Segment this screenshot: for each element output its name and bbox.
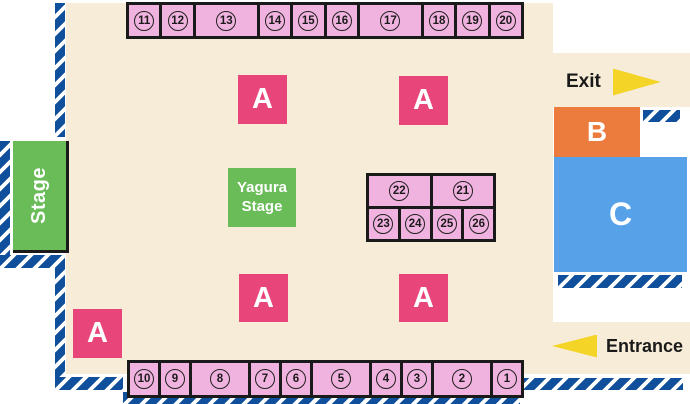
booth-20: 20 <box>490 5 522 36</box>
wall-under-zone-c <box>558 275 682 288</box>
exit-arrow-icon <box>612 68 661 96</box>
zone-a-top-right: A <box>399 76 448 125</box>
booth-22: 22 <box>369 176 430 206</box>
zone-b-label: B <box>586 116 608 147</box>
wall-right-of-zone-b <box>643 110 680 122</box>
booth-8: 8 <box>192 363 248 395</box>
booth-14: 14 <box>259 5 291 36</box>
wall-bottom-left <box>55 377 123 390</box>
booth-12: 12 <box>162 5 193 36</box>
wall-left-lower <box>55 268 65 377</box>
booth-23: 23 <box>369 209 398 239</box>
stage-label: Stage <box>28 167 50 224</box>
entrance-opening <box>553 319 690 322</box>
booth-17: 17 <box>359 5 421 36</box>
booth-1: 1 <box>493 363 521 395</box>
booth-16: 16 <box>326 5 357 36</box>
wall-stage-bottom <box>0 255 65 268</box>
booth-21: 21 <box>432 176 493 206</box>
booth-11: 11 <box>129 5 160 36</box>
booth-25: 25 <box>432 209 462 239</box>
booth-19: 19 <box>457 5 488 36</box>
entrance-gate: Entrance <box>552 333 683 359</box>
booth-6: 6 <box>282 363 310 395</box>
booth-4: 4 <box>372 363 400 395</box>
zone-a-corner: A <box>73 309 122 358</box>
booth-row-bottom: 10 9 8 7 6 5 4 3 2 1 <box>127 360 524 398</box>
zone-a-bottom-right: A <box>399 274 448 322</box>
booth-10: 10 <box>130 363 158 395</box>
booth-13: 13 <box>195 5 257 36</box>
entrance-arrow-icon <box>552 334 597 358</box>
wall-stage-left <box>0 141 10 255</box>
zone-b: B <box>554 107 640 157</box>
booth-cluster: 22 21 23 24 25 26 <box>366 173 496 242</box>
booth-9: 9 <box>161 363 189 395</box>
stage: Stage <box>13 141 69 253</box>
zone-a-label: A <box>253 281 274 314</box>
zone-a-label: A <box>413 84 434 116</box>
exit-opening <box>553 50 690 53</box>
wall-left-upper <box>55 3 65 137</box>
zone-a-bottom-left: A <box>239 274 288 322</box>
zone-c-label: C <box>608 196 633 232</box>
exit-label: Exit <box>566 71 601 92</box>
wall-bottom-right <box>518 378 683 390</box>
zone-a-label: A <box>252 83 273 115</box>
zone-a-label: A <box>413 281 434 314</box>
booth-3: 3 <box>403 363 431 395</box>
yagura-stage-label-line2: Stage <box>241 197 283 215</box>
yagura-stage-label-line1: Yagura <box>236 178 288 196</box>
booth-15: 15 <box>293 5 324 36</box>
booth-2: 2 <box>434 363 490 395</box>
booth-5: 5 <box>313 363 369 395</box>
exit-gate: Exit <box>566 67 661 97</box>
zone-a-label: A <box>87 317 108 349</box>
entrance-label: Entrance <box>606 335 684 356</box>
booth-7: 7 <box>251 363 279 395</box>
zone-c: C <box>554 157 687 272</box>
yagura-stage: Yagura Stage <box>228 168 296 227</box>
booth-26: 26 <box>464 209 493 239</box>
zone-a-top-left: A <box>238 75 287 124</box>
booth-18: 18 <box>423 5 455 36</box>
booth-24: 24 <box>400 209 430 239</box>
stage-opening <box>10 138 57 141</box>
booth-row-top: 11 12 13 14 15 16 17 18 19 20 <box>126 2 524 39</box>
